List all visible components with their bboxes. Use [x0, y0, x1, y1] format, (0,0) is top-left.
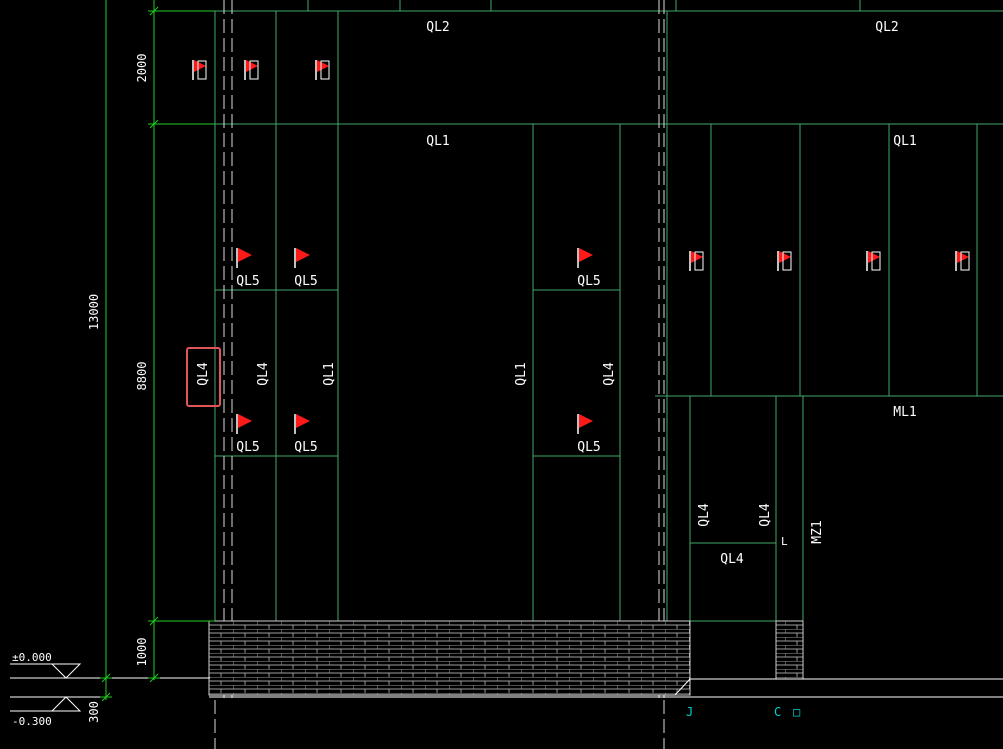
small-mark-l: L: [781, 535, 788, 548]
beam-label-ql1-vertical: QL1: [514, 362, 529, 385]
small-mark-square: □: [793, 705, 800, 719]
beam-label-ql1-vertical: QL1: [322, 362, 337, 385]
dimension-plinth: 300: [87, 701, 101, 723]
flag-icon: [294, 248, 310, 268]
flag-icon: [689, 251, 704, 271]
beam-label-ql5: QL5: [577, 440, 600, 455]
flag-icon: [236, 414, 252, 434]
flag-icon: [577, 248, 593, 268]
dimension-top-zone: 2000: [135, 54, 149, 83]
elevation-zero-label: ±0.000: [12, 651, 52, 664]
beam-label-ql2-right: QL2: [875, 20, 898, 35]
dimension-overall: 13000: [87, 294, 101, 330]
dimension-bottom-zone: 1000: [135, 638, 149, 667]
flag-markers-rotated: [192, 60, 970, 271]
dimension-lines: [100, 0, 215, 702]
column-centre-lines: [214, 0, 665, 749]
beam-label-ql5: QL5: [236, 440, 259, 455]
beam-label-ql1-left: QL1: [426, 134, 449, 149]
flag-icon: [777, 251, 792, 271]
flag-icon: [577, 414, 593, 434]
flag-icon: [315, 60, 330, 80]
beam-label-ql5: QL5: [577, 274, 600, 289]
flag-icon: [236, 248, 252, 268]
flag-icon: [866, 251, 881, 271]
beam-label-ml1: ML1: [893, 405, 916, 420]
flag-markers-upright: [236, 248, 593, 434]
beam-label-ql5: QL5: [294, 274, 317, 289]
selection-highlight-box: [186, 347, 221, 407]
dimension-middle-zone: 8800: [135, 362, 149, 391]
flag-icon: [244, 60, 259, 80]
flag-icon: [294, 414, 310, 434]
ground-lines: [10, 677, 1003, 698]
beam-label-ql5: QL5: [236, 274, 259, 289]
beam-label-ql2-left: QL2: [426, 20, 449, 35]
beam-label-mz1: MZ1: [810, 520, 825, 543]
beam-label-ql4: QL4: [697, 503, 712, 527]
beam-label-ql4-selected[interactable]: QL4: [196, 362, 211, 386]
elevation-markers: [10, 663, 82, 712]
brick-plinth: [208, 620, 804, 696]
structural-lines: [209, 0, 1003, 679]
elevation-ground-label: -0.300: [12, 715, 52, 728]
beam-label-ql1-right: QL1: [893, 134, 916, 149]
flag-icon: [955, 251, 970, 271]
flag-icon: [192, 60, 207, 80]
beam-label-ql4: QL4: [758, 503, 773, 527]
beam-label-ql4-door: QL4: [720, 552, 744, 567]
beam-label-ql4: QL4: [602, 362, 617, 386]
beam-label-ql5: QL5: [294, 440, 317, 455]
small-mark-j: J: [686, 705, 693, 719]
small-mark-c: C: [774, 705, 781, 719]
beam-label-ql4: QL4: [256, 362, 271, 386]
